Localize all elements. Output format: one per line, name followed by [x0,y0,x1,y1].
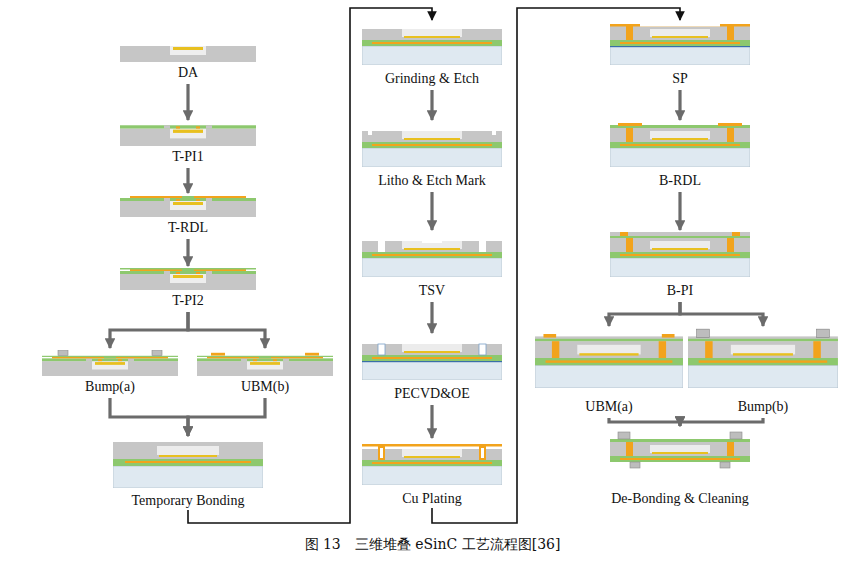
flow-arrow [430,192,433,230]
flow-arrow [188,398,265,436]
process-step: T-PI1 [120,122,256,166]
cross-section [120,125,256,146]
process-step: De-Bonding & Cleaning [607,428,753,508]
step-label: B-PI [610,282,750,300]
cross-section [113,442,263,488]
flow-arrow [186,84,189,120]
cross-section [120,46,256,62]
step-label: TSV [362,282,502,300]
process-step: Cu Plating [362,440,502,508]
step-label: Cu Plating [362,490,502,508]
cross-section [362,128,502,167]
cross-section [120,268,256,290]
cross-section [362,341,502,380]
step-label: Bump(a) [42,378,178,396]
cross-section [362,238,502,277]
process-step: Litho & Etch Mark [362,122,502,190]
process-step: Temporary Bonding [113,438,263,510]
process-step: Bump(a) [42,350,178,396]
step-label: De-Bonding & Cleaning [607,490,753,508]
process-step: Grinding & Etch [362,20,502,88]
step-label: UBM(b) [197,378,333,396]
flow-arrow [110,398,188,436]
step-label: B-RDL [610,172,750,190]
flow-arrow [186,239,189,266]
process-step: SP [610,20,750,88]
process-step: B-RDL [610,122,750,190]
flow-arrow [186,168,189,193]
flow-arrow [430,405,433,438]
cross-section [610,232,750,277]
cross-section [197,353,333,376]
step-label: DA [120,64,256,82]
process-step: T-PI2 [120,268,256,310]
cross-section [42,350,178,376]
flow-arrow [609,302,680,326]
cross-section [120,196,256,217]
cross-section [688,329,838,388]
process-step: TSV [362,232,502,300]
cross-section [362,26,502,65]
process-step: B-PI [610,232,750,300]
cross-section [610,24,750,65]
process-step: T-RDL [120,195,256,237]
flow-arrow [430,90,433,120]
step-label: UBM(a) [535,398,683,416]
step-label: Bump(b) [688,398,838,416]
flow-arrow [430,302,433,333]
process-step: Bump(b) [688,328,838,416]
step-label: Litho & Etch Mark [362,172,502,190]
process-step: PECVD&OE [362,335,502,403]
process-step: UBM(b) [197,350,333,396]
flow-arrow [188,312,265,348]
step-label: Grinding & Etch [362,70,502,88]
step-label: T-PI2 [120,292,256,310]
process-step: DA [120,40,256,82]
cross-section [610,123,750,167]
flow-arrow [680,418,763,426]
flow-arrow [609,418,680,426]
step-label: PECVD&OE [362,385,502,403]
flow-arrow [678,90,681,120]
cross-section [610,432,750,468]
step-label: T-PI1 [120,148,256,166]
flow-arrow [680,302,763,326]
process-step: UBM(a) [535,328,683,416]
flow-arrow [110,312,188,348]
cross-section [362,444,502,485]
step-label: SP [610,70,750,88]
step-label: Temporary Bonding [113,492,263,510]
figure-caption: 图 13 三维堆叠 eSinC 工艺流程图[36] [0,536,865,554]
cross-section [535,334,683,388]
flow-arrow [678,192,681,230]
step-label: T-RDL [120,219,256,237]
